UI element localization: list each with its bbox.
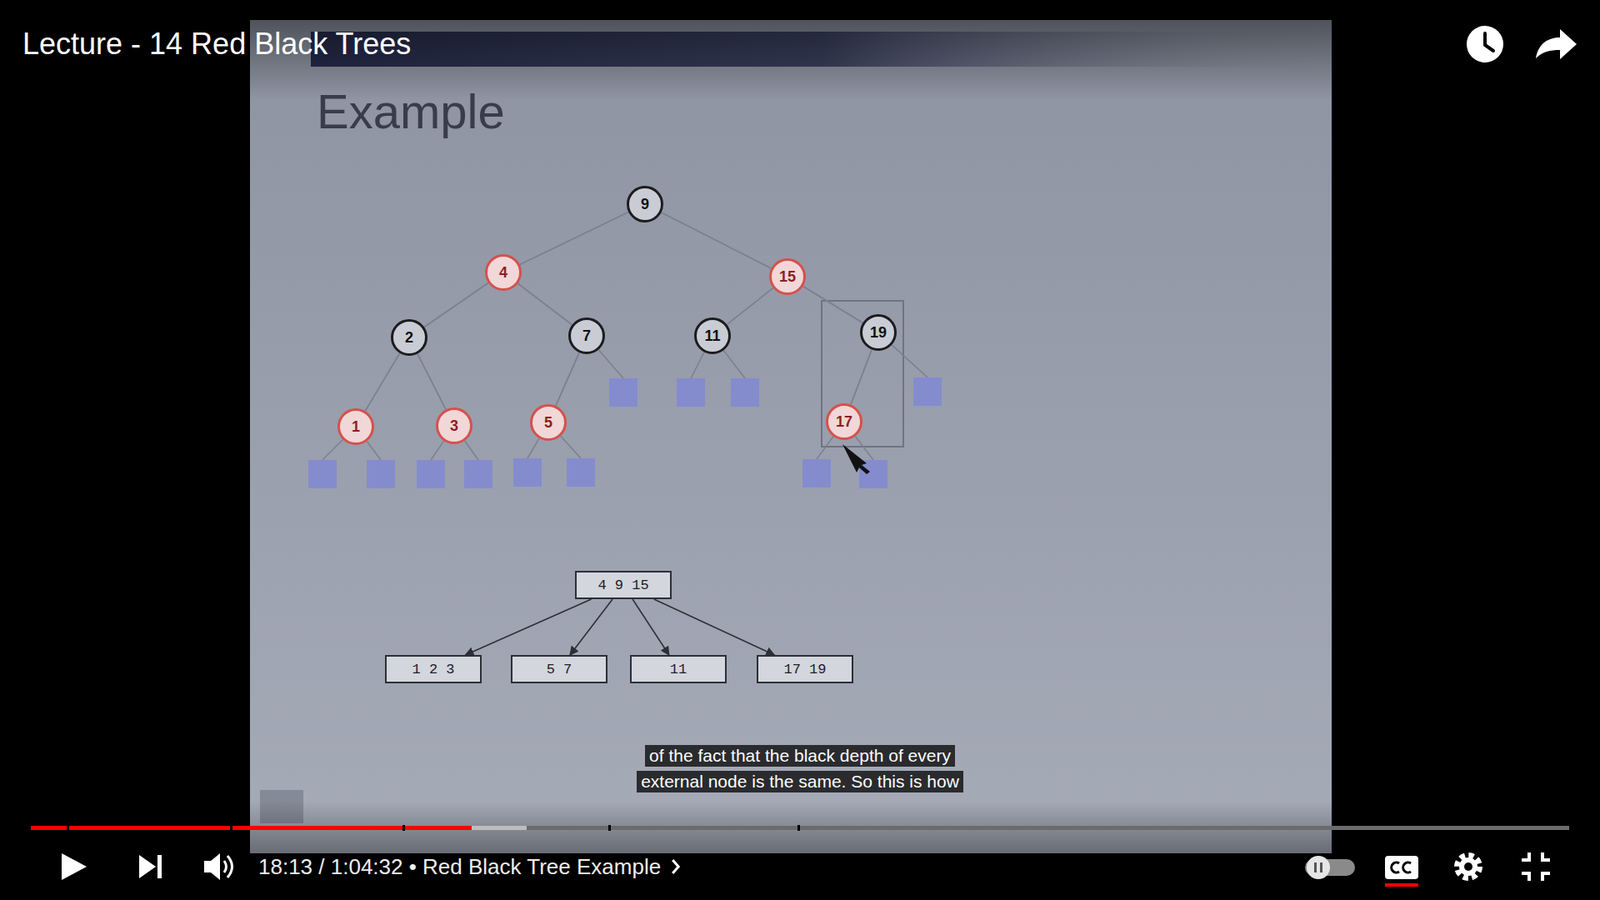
black-node: 7 [568,317,605,355]
leaf-link [690,352,705,379]
b-tree-node: 11 [630,655,727,684]
node-key: 7 [582,327,591,345]
mouse-pointer [842,444,870,475]
node-key: 4 [499,264,508,282]
b-tree-node: 5 7 [510,655,608,684]
caption-line: external node is the same. So this is ho… [636,770,964,793]
red-node: 4 [485,254,522,291]
black-node: 2 [390,319,428,356]
captions-icon [1385,855,1419,887]
leaf-link [598,350,624,379]
red-node: 15 [769,258,806,295]
tree-edge [661,212,772,269]
video-title: Lecture - 14 Red Black Trees [22,26,411,62]
red-node: 5 [530,404,567,441]
leaf-link [891,345,928,378]
b-tree-link [654,599,775,655]
leaf-link [527,438,540,459]
node-key: 15 [779,268,796,286]
b-tree-link [465,599,591,655]
tree-edge [850,350,872,405]
external-node [566,458,595,487]
red-node: 1 [337,408,375,445]
node-key: 3 [450,417,459,435]
key-list: 5 7 [546,661,573,678]
node-key: 11 [704,327,720,345]
chevron-icon [672,860,679,874]
watch-later-icon [1466,25,1504,63]
progress-bar [30,825,1570,831]
external-node [366,460,395,489]
b-tree-node: 17 19 [756,655,854,684]
external-node [802,459,831,488]
next-icon [139,855,162,879]
settings-icon [1457,855,1480,878]
external-node [464,460,493,489]
black-node: 11 [694,317,731,355]
b-tree-node: 1 2 3 [385,655,482,684]
bottom-shade [0,800,1600,900]
external-node [513,458,542,487]
exit-fullscreen-icon [1521,852,1550,881]
share-icon [1535,29,1577,60]
key-list: 1 2 3 [411,661,455,678]
node-key: 1 [351,418,360,436]
slide [250,20,1332,854]
top-shade [0,0,1600,100]
tree-edge [417,354,446,410]
node-key: 19 [870,324,887,342]
leaf-link [560,435,581,459]
red-node: 17 [825,403,863,440]
leaf-link [465,440,479,460]
key-list: 11 [670,661,687,678]
red-node: 3 [435,407,473,445]
tree-edge [365,353,400,411]
external-node [676,378,705,407]
leaf-link [322,440,343,460]
b-tree-link [570,599,613,655]
black-node: 9 [626,185,664,223]
external-node [913,377,942,406]
node-key: 5 [544,414,553,432]
node-key: 2 [405,329,414,347]
external-node [609,378,638,407]
tree-edge [424,282,489,327]
tree-edge [518,283,573,325]
tree-edge [555,352,580,406]
tree-edge [803,286,864,324]
key-list: 4 9 15 [597,577,649,594]
slide-title: Example [316,83,505,140]
b-tree-node: 4 9 15 [575,570,672,600]
b-tree-link [632,599,670,655]
volume-icon [204,853,233,880]
leaf-link [430,440,445,460]
time-chapter: 18:13 / 1:04:32 • Red Black Tree Example [258,854,661,880]
external-node [730,378,760,407]
autoplay-toggle [1305,855,1355,880]
node-key: 17 [835,413,853,431]
leaf-link [855,436,874,460]
play-icon [61,853,87,880]
leaf-link [723,350,745,379]
leaf-link [816,436,834,460]
black-node: 19 [860,314,897,351]
tree-edge [520,212,629,265]
node-key: 9 [640,195,650,214]
tree-edge [726,288,773,325]
external-node [416,460,445,489]
leaf-link [366,441,381,460]
caption-line: of the fact that the black depth of ever… [645,745,955,767]
external-node [308,460,337,489]
key-list: 17 19 [783,661,826,678]
